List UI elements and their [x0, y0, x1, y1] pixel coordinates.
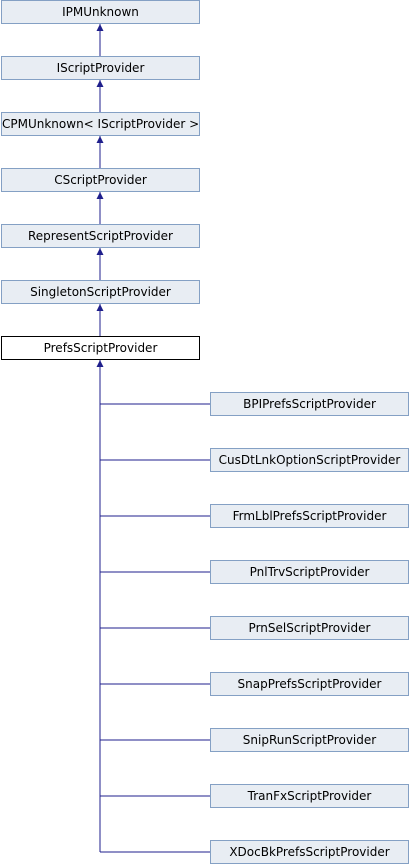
node-bpiprefsscriptprovider[interactable]: BPIPrefsScriptProvider	[210, 392, 409, 416]
node-xdocbkprefsscriptprovider[interactable]: XDocBkPrefsScriptProvider	[210, 840, 409, 864]
node-prnselscriptprovider[interactable]: PrnSelScriptProvider	[210, 616, 409, 640]
node-cusdtlnkoptionscriptprovider[interactable]: CusDtLnkOptionScriptProvider	[210, 448, 409, 472]
node-representscriptprovider[interactable]: RepresentScriptProvider	[1, 224, 200, 248]
node-pnltrvscriptprovider[interactable]: PnlTrvScriptProvider	[210, 560, 409, 584]
node-cpmunknown-iscriptprovider[interactable]: CPMUnknown< IScriptProvider >	[1, 112, 200, 136]
node-cscriptprovider[interactable]: CScriptProvider	[1, 168, 200, 192]
node-iscriptprovider[interactable]: IScriptProvider	[1, 56, 200, 80]
node-tranfxscriptprovider[interactable]: TranFxScriptProvider	[210, 784, 409, 808]
node-ipmunknown[interactable]: IPMUnknown	[1, 0, 200, 24]
node-prefsscriptprovider-current: PrefsScriptProvider	[1, 336, 200, 360]
node-sniprunscriptprovider[interactable]: SnipRunScriptProvider	[210, 728, 409, 752]
node-snapprefsscriptprovider[interactable]: SnapPrefsScriptProvider	[210, 672, 409, 696]
node-frmlblprefsscriptprovider[interactable]: FrmLblPrefsScriptProvider	[210, 504, 409, 528]
node-singletonscriptprovider[interactable]: SingletonScriptProvider	[1, 280, 200, 304]
